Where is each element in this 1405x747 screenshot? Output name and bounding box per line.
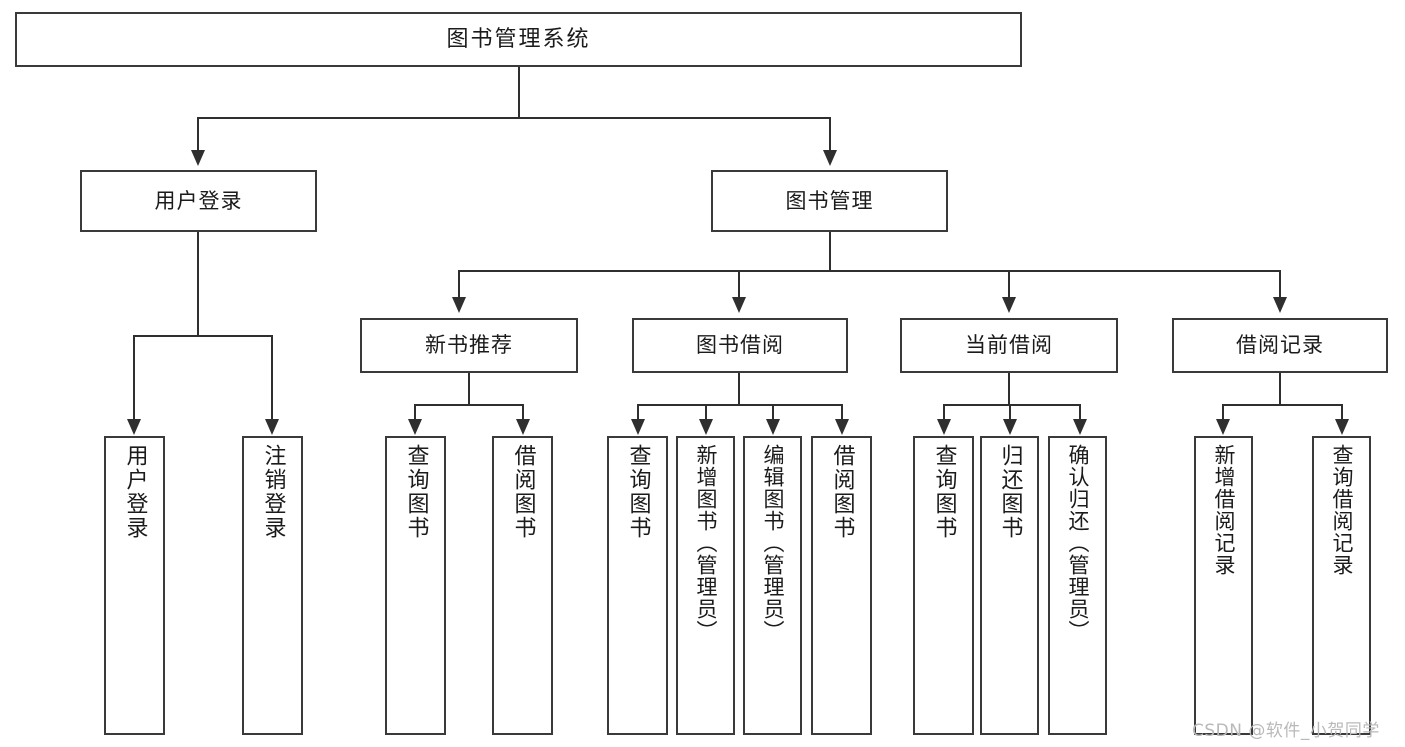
node-label: 查询借阅记录 — [1330, 444, 1354, 576]
leaf-borrow-book-borrow[interactable]: 借阅图书 — [811, 436, 872, 735]
connector-level3-drop-2 — [738, 270, 740, 298]
connector-book-borrow-drop-4 — [841, 404, 843, 420]
arrow-to-leaf-borrow-book-a — [516, 419, 530, 435]
arrow-to-leaf-edit-book — [766, 419, 780, 435]
connector-book-management-stem — [829, 232, 831, 271]
node-book-borrow[interactable]: 图书借阅 — [632, 318, 848, 373]
node-label: 新增借阅记录 — [1212, 444, 1236, 576]
arrow-to-leaf-return-book — [1003, 419, 1017, 435]
leaf-return-book[interactable]: 归还图书 — [980, 436, 1039, 735]
connector-user-login-drop-2 — [271, 335, 273, 420]
node-label: 编辑图书（管理员） — [761, 444, 785, 642]
node-label: 注销登录 — [260, 444, 286, 540]
node-root-system[interactable]: 图书管理系统 — [15, 12, 1022, 67]
node-label: 查询图书 — [931, 444, 957, 540]
connector-user-login-stem — [197, 232, 199, 336]
connector-current-borrow-drop-2 — [1009, 404, 1011, 420]
connector-user-login-bus — [133, 335, 273, 337]
connector-level3-drop-3 — [1008, 270, 1010, 298]
node-label: 查询图书 — [403, 444, 429, 540]
arrow-to-leaf-query-book-c — [937, 419, 951, 435]
arrow-to-leaf-add-record — [1216, 419, 1230, 435]
connector-level2-drop-user — [197, 117, 199, 151]
node-label: 新增图书（管理员） — [694, 444, 718, 642]
leaf-query-book-borrow[interactable]: 查询图书 — [607, 436, 668, 735]
node-label: 当前借阅 — [965, 333, 1053, 358]
connector-book-borrow-drop-1 — [637, 404, 639, 420]
connector-current-borrow-drop-1 — [943, 404, 945, 420]
connector-level2-drop-book — [829, 117, 831, 151]
arrow-to-borrow-records — [1273, 297, 1287, 313]
node-current-borrow[interactable]: 当前借阅 — [900, 318, 1118, 373]
connector-level3-bus — [458, 270, 1281, 272]
node-label: 用户登录 — [122, 444, 148, 540]
connector-current-borrow-bus — [943, 404, 1081, 406]
node-label: 借阅图书 — [510, 444, 536, 540]
node-label: 归还图书 — [997, 444, 1023, 540]
connector-new-book-bus — [414, 404, 524, 406]
node-book-management[interactable]: 图书管理 — [711, 170, 948, 232]
connector-new-book-stem — [468, 373, 470, 405]
node-label: 用户登录 — [154, 188, 243, 213]
arrow-to-user-login — [191, 150, 205, 166]
connector-root-stem — [518, 67, 520, 118]
leaf-add-book-admin[interactable]: 新增图书（管理员） — [676, 436, 735, 735]
arrow-to-leaf-confirm-return — [1073, 419, 1087, 435]
leaf-edit-book-admin[interactable]: 编辑图书（管理员） — [743, 436, 802, 735]
node-label: 图书借阅 — [696, 333, 784, 358]
arrow-to-leaf-user-login — [127, 419, 141, 435]
connector-borrow-records-drop-1 — [1222, 404, 1224, 420]
connector-new-book-drop-1 — [414, 404, 416, 420]
arrow-to-leaf-add-book — [699, 419, 713, 435]
node-label: 借阅图书 — [829, 444, 855, 540]
connector-level2-bus — [197, 117, 830, 119]
arrow-to-book-management — [823, 150, 837, 166]
leaf-query-borrow-record[interactable]: 查询借阅记录 — [1312, 436, 1371, 735]
connector-level3-drop-1 — [458, 270, 460, 298]
node-label: 图书管理系统 — [446, 26, 591, 52]
leaf-query-book-newbook[interactable]: 查询图书 — [385, 436, 446, 735]
leaf-confirm-return-admin[interactable]: 确认归还（管理员） — [1048, 436, 1107, 735]
connector-current-borrow-drop-3 — [1079, 404, 1081, 420]
leaf-logout[interactable]: 注销登录 — [242, 436, 303, 735]
node-label: 确认归还（管理员） — [1066, 444, 1090, 642]
node-borrow-records[interactable]: 借阅记录 — [1172, 318, 1388, 373]
node-new-book-recommend[interactable]: 新书推荐 — [360, 318, 578, 373]
connector-user-login-drop-1 — [133, 335, 135, 420]
leaf-user-login[interactable]: 用户登录 — [104, 436, 165, 735]
connector-book-borrow-bus — [637, 404, 843, 406]
arrow-to-leaf-query-book-b — [631, 419, 645, 435]
node-user-login[interactable]: 用户登录 — [80, 170, 317, 232]
node-label: 图书管理 — [785, 188, 874, 213]
connector-book-borrow-drop-2 — [705, 404, 707, 420]
connector-borrow-records-drop-2 — [1341, 404, 1343, 420]
csdn-watermark: CSDN @软件_小贺同学 — [1192, 721, 1380, 741]
arrow-to-new-book-recommend — [452, 297, 466, 313]
connector-borrow-records-bus — [1222, 404, 1342, 406]
arrow-to-leaf-logout — [265, 419, 279, 435]
node-label: 查询图书 — [625, 444, 651, 540]
node-label: 借阅记录 — [1236, 333, 1324, 358]
connector-book-borrow-stem — [738, 373, 740, 405]
arrow-to-book-borrow — [732, 297, 746, 313]
arrow-to-leaf-query-record — [1335, 419, 1349, 435]
leaf-add-borrow-record[interactable]: 新增借阅记录 — [1194, 436, 1253, 735]
connector-level3-drop-4 — [1279, 270, 1281, 298]
connector-new-book-drop-2 — [522, 404, 524, 420]
node-label: 新书推荐 — [425, 333, 513, 358]
arrow-to-leaf-borrow-book-b — [835, 419, 849, 435]
connector-borrow-records-stem — [1279, 373, 1281, 405]
leaf-borrow-book-newbook[interactable]: 借阅图书 — [492, 436, 553, 735]
arrow-to-current-borrow — [1002, 297, 1016, 313]
connector-book-borrow-drop-3 — [772, 404, 774, 420]
connector-current-borrow-stem — [1008, 373, 1010, 405]
leaf-query-book-current[interactable]: 查询图书 — [913, 436, 974, 735]
arrow-to-leaf-query-book-a — [408, 419, 422, 435]
